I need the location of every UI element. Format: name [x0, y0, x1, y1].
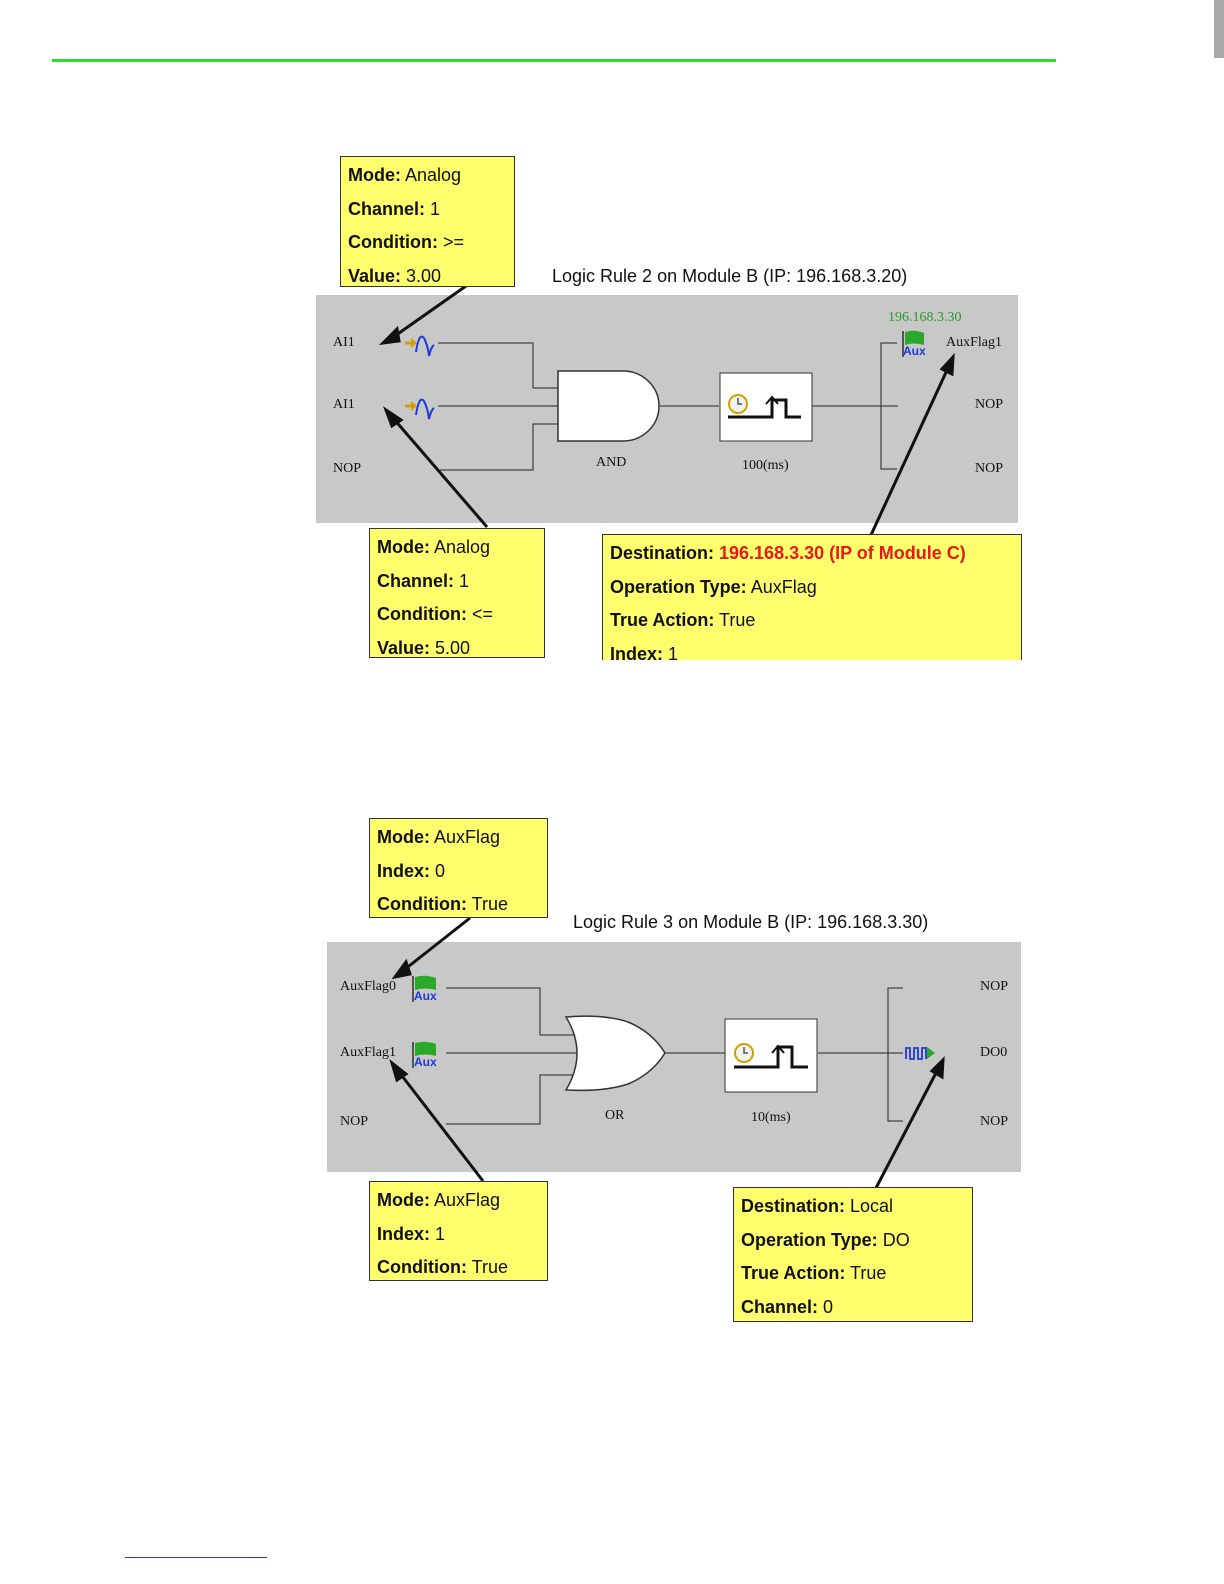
callout-arrow [869, 367, 950, 536]
gate-label: OR [605, 1108, 625, 1123]
callout-arrow [874, 1070, 939, 1189]
timer-label: 10(ms) [751, 1110, 791, 1125]
timer-block-icon [719, 372, 813, 442]
digital-output-icon [905, 1047, 935, 1060]
aux-icon-text: Aux [414, 1055, 437, 1069]
header-rule [52, 59, 1056, 62]
callout-arrow [391, 284, 467, 340]
output-label-3: NOP [980, 1114, 1009, 1129]
wire-out-bus [887, 987, 903, 1122]
output-label-2: NOP [975, 397, 1004, 412]
input-label-3: NOP [333, 461, 362, 476]
aux-flag-icon [412, 975, 436, 1002]
or-gate-icon [564, 1015, 666, 1092]
wire-in3 [446, 1074, 578, 1125]
aux-icon-text: Aux [414, 989, 437, 1003]
callout-arrow [403, 916, 471, 972]
callout-destination: Destination: Local Operation Type: DO Tr… [733, 1187, 973, 1322]
callout-input-2: Mode: AuxFlag Index: 1 Condition: True [369, 1181, 548, 1281]
input-label-1: AI1 [333, 335, 355, 350]
gate-label: AND [596, 455, 627, 470]
diagram1-title: Logic Rule 2 on Module B (IP: 196.168.3.… [552, 266, 908, 286]
input-label-1: AuxFlag0 [340, 979, 396, 994]
output-label-2: DO0 [980, 1045, 1008, 1060]
diagram2-title: Logic Rule 3 on Module B (IP: 196.168.3.… [573, 912, 929, 932]
analog-input-icon [405, 335, 435, 357]
timer-label: 100(ms) [742, 458, 789, 473]
page-edge-tab [1214, 0, 1224, 58]
callout-input-2: Mode: Analog Channel: 1 Condition: <= Va… [369, 528, 545, 658]
wire-in3 [440, 423, 560, 471]
callout-input-1: Mode: Analog Channel: 1 Condition: >= Va… [340, 156, 515, 287]
callout-input-1: Mode: AuxFlag Index: 0 Condition: True [369, 818, 548, 918]
destination-ip-label: 196.168.3.30 [888, 310, 962, 325]
input-label-3: NOP [340, 1114, 369, 1129]
output-label-1: NOP [980, 979, 1009, 994]
callout-arrow [397, 1071, 485, 1182]
wire-in1 [446, 987, 578, 1036]
output-label-3: NOP [975, 461, 1004, 476]
input-label-2: AI1 [333, 397, 355, 412]
aux-icon-text: Aux [903, 344, 926, 358]
wire-in1 [438, 342, 560, 389]
aux-flag-icon [412, 1041, 436, 1068]
and-gate-icon [557, 370, 660, 442]
analog-input-icon [405, 398, 435, 420]
input-label-2: AuxFlag1 [340, 1045, 396, 1060]
timer-block-icon [724, 1018, 818, 1093]
output-label-1: AuxFlag1 [946, 335, 1002, 350]
callout-arrow [391, 417, 489, 528]
aux-flag-icon [902, 330, 924, 357]
footer-rule [125, 1557, 267, 1558]
wire-out-bus [880, 342, 897, 470]
callout-destination: Destination: 196.168.3.30 (IP of Module … [602, 534, 1022, 660]
